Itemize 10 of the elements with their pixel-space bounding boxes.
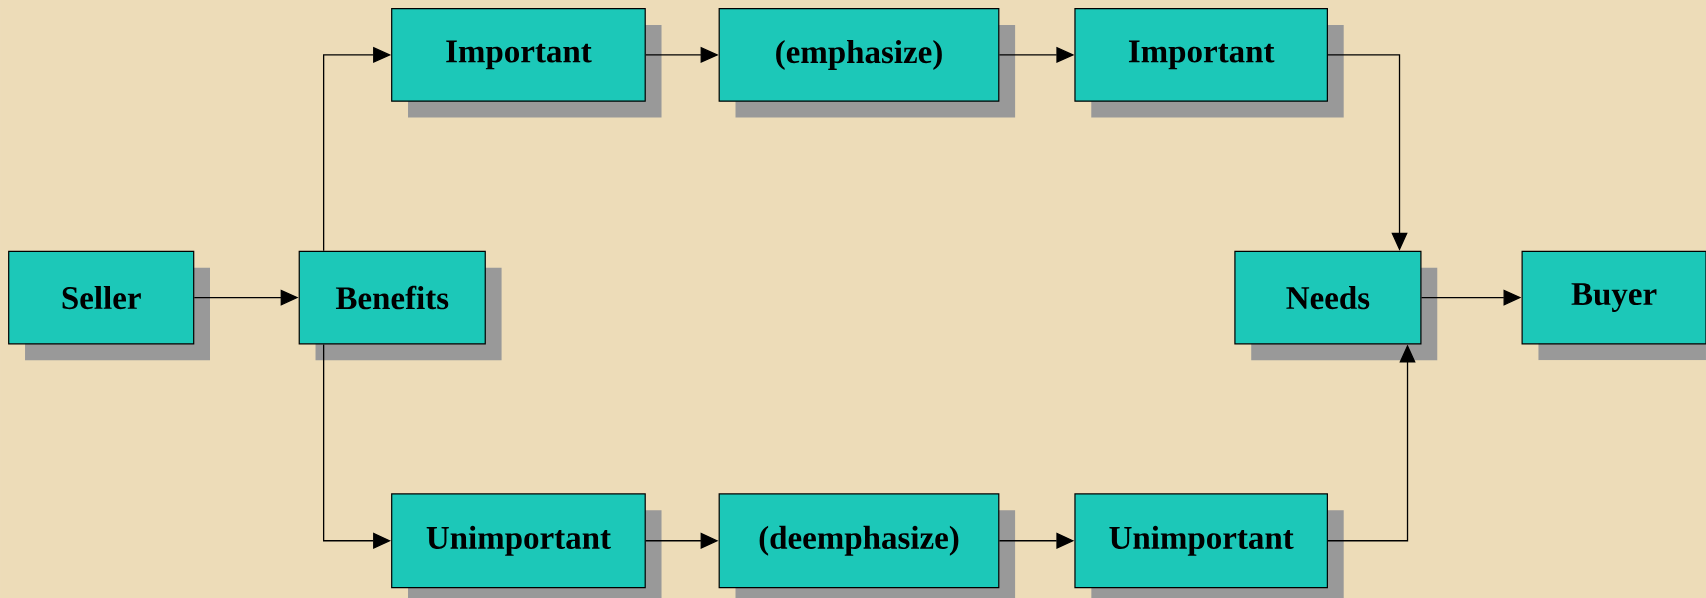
- process-box: Important: [1074, 7, 1344, 118]
- process-box: Seller: [8, 250, 210, 360]
- process-box: Unimportant: [391, 493, 662, 598]
- process-box: Unimportant: [1074, 493, 1344, 598]
- process-box: (emphasize): [718, 7, 1016, 118]
- process-box: Buyer: [1521, 250, 1706, 360]
- process-box: Needs: [1234, 250, 1438, 360]
- process-box: Benefits: [298, 250, 502, 360]
- process-box: (deemphasize): [718, 493, 1016, 598]
- process-box: Important: [391, 7, 662, 118]
